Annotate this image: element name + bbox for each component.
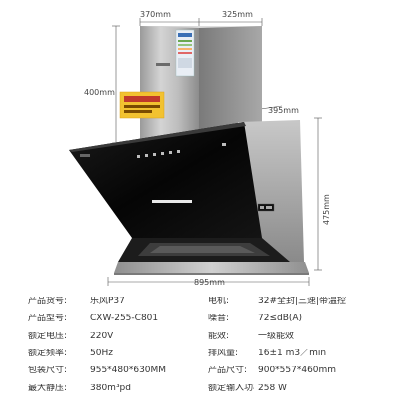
spec-table: 产品货号: 乐风P37 电机: 32#全封|三速|带温控产品型号: CXW-255-C8… [28,293,378,397]
touch-controls [137,143,226,158]
brand-mark [156,63,170,66]
spec-label: 产品尺寸: [208,366,248,376]
spec-value: 50Hz [90,349,113,359]
spec-label: 额定频率: [28,349,68,359]
spec-value: 380m³pd [90,383,131,393]
spec-row: 最大静压: 380m³pd 额定输入功率: 258 W [28,379,378,396]
spec-label: 产品型号: [28,314,68,324]
spec-label: 额定输入功率: [208,383,254,393]
spec-value: 一级能效 [258,331,295,341]
dim-chimney-height: 400mm [84,88,115,97]
glass-panel [69,122,275,238]
dim-hood-depth: 395mm [268,106,299,115]
product-image: 370mm 325mm 400mm 395mm 475mm 895mm [69,10,331,287]
spec-label: 最大静压: [28,383,68,393]
range-hood-illustration [69,18,322,286]
spec-value: 16±1 m3／min [258,349,327,359]
spec-row: 包装尺寸: 955*480*630MM 产品尺寸: 900*557*460mm [28,362,378,379]
spec-value: 258 W [258,383,287,393]
spec-value: 955*480*630MM [90,366,167,376]
spec-label: 产品货号: [28,297,68,307]
spec-row: 额定电压: 220V 能效: 一级能效 [28,328,378,345]
chimney [119,26,262,143]
spec-row: 额定频率: 50Hz 排风量: 16±1 m3／min [28,345,378,362]
light-strip [152,200,192,203]
brand-logo [80,154,90,157]
dimension-lines [107,18,322,286]
dim-top-left-width: 370mm [140,10,171,19]
hood-base [114,238,309,275]
spec-label: 能效: [208,331,230,341]
dim-total-width: 895mm [194,278,225,287]
dim-hood-height: 475mm [322,194,331,225]
spec-row: 产品型号: CXW-255-C801 噪音: 72≤dB(A) [28,310,378,327]
spec-label: 噪音: [208,314,230,324]
spec-value: 900*557*460mm [258,366,337,376]
spec-value: 乐风P37 [90,297,125,307]
spec-label: 额定电压: [28,331,68,341]
spec-value: 32#全封|三速|带温控 [258,297,347,307]
spec-value: 72≤dB(A) [258,314,303,324]
spec-value: CXW-255-C801 [90,314,159,324]
spec-value: 220V [90,331,114,341]
spec-label: 排风量: [208,349,239,359]
spec-label: 电机: [208,297,230,307]
spec-row: 产品货号: 乐风P37 电机: 32#全封|三速|带温控 [28,293,378,310]
dim-top-right-width: 325mm [222,10,253,19]
spec-label: 包装尺寸: [28,366,68,376]
